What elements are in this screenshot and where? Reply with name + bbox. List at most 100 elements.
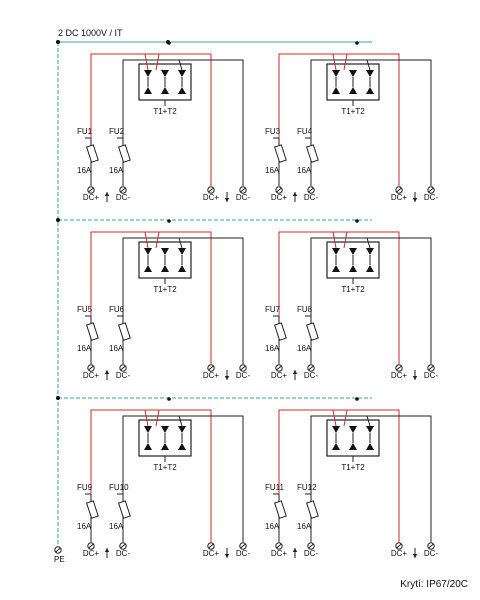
fuse-plus-rating: 16A — [265, 522, 280, 531]
terminal-out-minus — [427, 542, 435, 550]
diagram-title: 2 DC 1000V / IT — [58, 28, 123, 38]
fuse-plus — [273, 137, 287, 172]
in-minus-label: DC- — [116, 549, 131, 558]
positive-conductor — [90, 231, 212, 364]
output-arrow — [412, 548, 418, 558]
arrester-bottom-2 — [161, 443, 169, 450]
pe-junction-3 — [56, 396, 60, 400]
arrester-top-1 — [332, 426, 340, 433]
fuse-plus-rating: 16A — [77, 344, 92, 353]
arrester-top-3 — [178, 426, 186, 433]
fuse-plus-label: FU1 — [77, 127, 93, 136]
fuse-minus — [305, 493, 319, 528]
out-minus-label: DC- — [236, 193, 251, 202]
arrester-bottom-3 — [178, 265, 186, 272]
input-arrow — [292, 192, 298, 202]
fuse-minus — [117, 493, 131, 528]
arrester-bottom-1 — [332, 265, 340, 272]
fuse-minus-rating: 16A — [109, 344, 124, 353]
out-minus-label: DC- — [236, 549, 251, 558]
out-plus-label: DC+ — [391, 371, 408, 380]
fuse-minus-rating: 16A — [297, 522, 312, 531]
out-plus-label: DC+ — [391, 193, 408, 202]
tap-plus-left — [332, 231, 337, 249]
arrester-top-3 — [366, 70, 374, 77]
in-minus-label: DC- — [116, 193, 131, 202]
in-plus-label: DC+ — [271, 371, 288, 380]
in-plus-label: DC+ — [83, 549, 100, 558]
arrester-top-1 — [332, 248, 340, 255]
terminal-in-minus — [307, 542, 315, 550]
fuse-plus-label: FU7 — [265, 305, 281, 314]
positive-conductor — [90, 53, 212, 186]
in-minus-label: DC- — [304, 549, 319, 558]
fuse-plus — [85, 137, 99, 172]
tap-minus — [366, 237, 371, 249]
terminal-out-minus — [239, 542, 247, 550]
arrester-top-1 — [144, 248, 152, 255]
terminal-out-plus — [395, 542, 403, 550]
terminal-in-minus — [307, 186, 315, 194]
fuse-minus — [305, 315, 319, 350]
arrester-top-1 — [144, 70, 152, 77]
negative-conductor — [310, 59, 432, 186]
negative-conductor — [122, 237, 244, 364]
output-arrow — [412, 370, 418, 380]
fuse-plus-label: FU3 — [265, 127, 281, 136]
bus-junction — [167, 41, 171, 45]
fuse-plus-rating: 16A — [265, 166, 280, 175]
fuse-plus-rating: 16A — [265, 344, 280, 353]
surge-label: T1+T2 — [153, 463, 177, 472]
positive-conductor — [278, 53, 400, 186]
tap-minus — [366, 415, 371, 427]
terminal-out-plus — [207, 186, 215, 194]
surge-label: T1+T2 — [341, 285, 365, 294]
arrester-top-1 — [332, 70, 340, 77]
in-minus-label: DC- — [304, 371, 319, 380]
bus-junction — [355, 41, 359, 45]
out-plus-label: DC+ — [391, 549, 408, 558]
arrester-bottom-2 — [349, 265, 357, 272]
tap-plus-right — [155, 409, 160, 427]
arrester-top-3 — [366, 248, 374, 255]
fuse-plus — [273, 315, 287, 350]
terminal-out-minus — [239, 364, 247, 372]
arrester-top-2 — [161, 70, 169, 77]
positive-conductor — [278, 231, 400, 364]
output-arrow — [224, 548, 230, 558]
bus-junction — [167, 219, 171, 223]
fuse-minus — [117, 137, 131, 172]
fuse-minus-label: FU8 — [297, 305, 313, 314]
in-minus-label: DC- — [116, 371, 131, 380]
fuse-minus-label: FU2 — [109, 127, 125, 136]
terminal-out-minus — [239, 186, 247, 194]
arrester-bottom-1 — [144, 87, 152, 94]
ingress-protection-label: Krytí: IP67/20C — [400, 579, 468, 590]
terminal-pe — [54, 546, 62, 554]
positive-conductor — [90, 409, 212, 542]
bus-junction — [167, 397, 171, 401]
terminal-out-plus — [207, 364, 215, 372]
in-plus-label: DC+ — [83, 193, 100, 202]
output-arrow — [224, 192, 230, 202]
input-arrow — [104, 192, 110, 202]
arrester-bottom-2 — [349, 443, 357, 450]
input-arrow — [104, 370, 110, 380]
fuse-plus-label: FU9 — [77, 483, 93, 492]
terminal-in-minus — [119, 186, 127, 194]
in-plus-label: DC+ — [271, 193, 288, 202]
fuse-minus-label: FU6 — [109, 305, 125, 314]
arrester-top-2 — [161, 426, 169, 433]
fuse-minus-label: FU12 — [297, 483, 317, 492]
fuse-minus-label: FU10 — [109, 483, 129, 492]
fuse-plus — [273, 493, 287, 528]
tap-minus — [178, 237, 183, 249]
arrester-bottom-1 — [332, 443, 340, 450]
fuse-plus — [85, 493, 99, 528]
pe-label: PE — [54, 555, 65, 564]
terminal-in-plus — [87, 186, 95, 194]
